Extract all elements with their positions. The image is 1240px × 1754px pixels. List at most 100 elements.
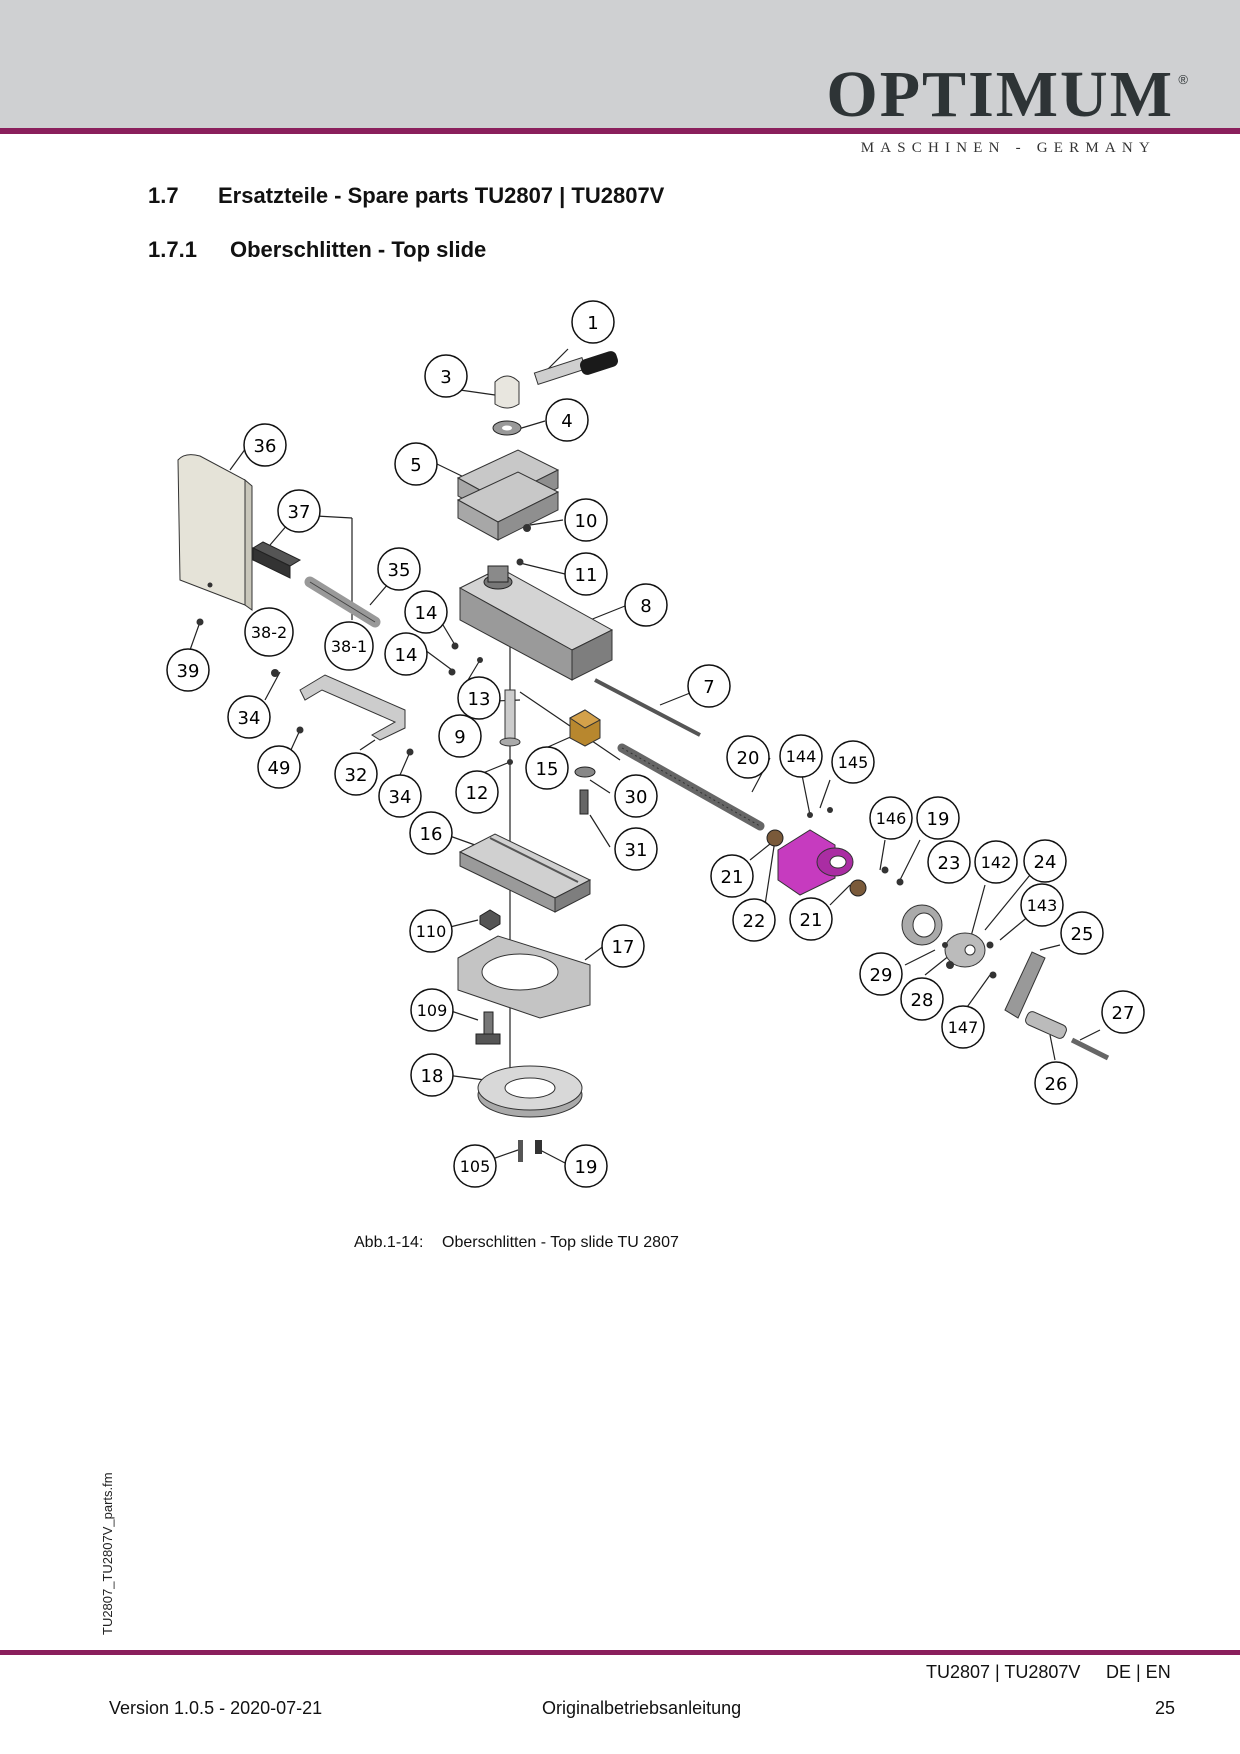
part-tool-post xyxy=(456,449,560,541)
callout-label: 9 xyxy=(454,727,465,748)
leader-142 xyxy=(969,884,986,941)
callout-label: 27 xyxy=(1112,1003,1135,1024)
leader-22 xyxy=(764,839,776,906)
callout-label: 31 xyxy=(625,840,648,861)
callout-15: 15 xyxy=(525,746,569,790)
section-number: 1.7 xyxy=(148,183,179,208)
callout-37: 37 xyxy=(277,489,321,533)
callout-144: 144 xyxy=(779,734,823,778)
callout-label: 26 xyxy=(1045,1074,1068,1095)
header-band xyxy=(0,0,1240,128)
side-filename: TU2807_TU2807V_parts.fm xyxy=(100,1472,115,1635)
callout-36: 36 xyxy=(243,423,287,467)
part-guard-block xyxy=(251,541,302,579)
part-screw-19 xyxy=(535,1140,542,1154)
brand-registered-mark: ® xyxy=(1178,72,1188,87)
callout-label: 3 xyxy=(440,367,451,388)
callout-label: 15 xyxy=(536,759,559,780)
callout-30: 30 xyxy=(614,774,658,818)
callout-label: 30 xyxy=(625,787,648,808)
callout-label: 18 xyxy=(421,1066,444,1087)
callout-label: 20 xyxy=(737,748,760,769)
callout-label: 22 xyxy=(743,911,766,932)
part-crank-grip xyxy=(1025,1011,1067,1039)
page-number: 25 xyxy=(1155,1698,1176,1718)
callout-label: 13 xyxy=(468,689,491,710)
leader-11 xyxy=(519,562,566,575)
callout-21a: 21 xyxy=(710,854,754,898)
callout-label: 12 xyxy=(466,783,489,804)
callout-11: 11 xyxy=(564,552,608,596)
callout-34a: 34 xyxy=(227,695,271,739)
part-guard-rod xyxy=(304,576,381,628)
callout-35: 35 xyxy=(377,547,421,591)
header-rule xyxy=(0,128,1240,134)
part-handwheel-hub xyxy=(944,932,986,968)
callout-25: 25 xyxy=(1060,911,1104,955)
callout-8: 8 xyxy=(624,583,668,627)
callout-7: 7 xyxy=(687,664,731,708)
callout-label: 142 xyxy=(981,853,1012,872)
callout-label: 23 xyxy=(938,853,961,874)
brand-logo: OPTIMUM xyxy=(826,58,1174,131)
callout-16: 16 xyxy=(409,811,453,855)
callout-109: 109 xyxy=(410,988,454,1032)
leader-146 xyxy=(879,839,886,871)
callout-147: 147 xyxy=(941,1005,985,1049)
leader-34b xyxy=(399,751,411,776)
callout-label: 37 xyxy=(288,502,311,523)
figure-caption: Abb.1-14:Oberschlitten - Top slide TU 28… xyxy=(354,1234,679,1252)
callout-label: 49 xyxy=(268,758,291,779)
subsection-title: Oberschlitten - Top slide xyxy=(230,237,487,262)
callout-label: 1 xyxy=(587,313,598,334)
footer-languages: DE | EN xyxy=(1106,1662,1171,1682)
callout-label: 146 xyxy=(876,809,907,828)
callout-label: 105 xyxy=(460,1157,491,1176)
callout-label: 4 xyxy=(561,411,572,432)
callout-110: 110 xyxy=(409,909,453,953)
part-handle xyxy=(533,351,618,386)
callout-23: 23 xyxy=(927,840,971,884)
part-brass-nut xyxy=(569,709,601,747)
callout-18: 18 xyxy=(410,1053,454,1097)
callout-5: 5 xyxy=(394,442,438,486)
leader-19b xyxy=(539,1149,566,1164)
callout-label: 34 xyxy=(238,708,261,729)
callout-49: 49 xyxy=(257,745,301,789)
part-clamp-nut xyxy=(494,375,520,409)
callout-label: 34 xyxy=(389,787,412,808)
leader-32 xyxy=(359,739,376,751)
part-bearing-21a xyxy=(766,829,784,847)
callout-label: 14 xyxy=(395,645,418,666)
part-screw-31 xyxy=(579,789,589,815)
part-graduated-ring xyxy=(477,1065,583,1118)
leader-14b xyxy=(424,649,453,671)
leader-29 xyxy=(904,949,936,966)
callout-32: 32 xyxy=(334,752,378,796)
callout-4: 4 xyxy=(545,398,589,442)
callout-34b: 34 xyxy=(378,774,422,818)
callout-1: 1 xyxy=(571,300,615,344)
callout-label: 7 xyxy=(703,677,714,698)
figure-caption-label: Abb.1-14: xyxy=(354,1234,424,1251)
callout-38-1: 38-1 xyxy=(324,621,374,671)
callout-3: 3 xyxy=(424,354,468,398)
callout-label: 21 xyxy=(721,867,744,888)
part-crank-arm xyxy=(1004,951,1046,1019)
callout-19b: 19 xyxy=(564,1144,608,1188)
leader-8 xyxy=(589,605,626,621)
callout-24: 24 xyxy=(1023,839,1067,883)
callout-29: 29 xyxy=(859,952,903,996)
part-t-bolt xyxy=(475,1011,501,1045)
callout-22: 22 xyxy=(732,898,776,942)
part-base-plate xyxy=(457,935,591,1019)
callout-9: 9 xyxy=(438,714,482,758)
callout-20: 20 xyxy=(726,735,770,779)
callout-label: 36 xyxy=(254,436,277,457)
callout-10: 10 xyxy=(564,498,608,542)
callout-label: 109 xyxy=(417,1001,448,1020)
callout-27: 27 xyxy=(1101,990,1145,1034)
leader-19 xyxy=(899,839,921,881)
